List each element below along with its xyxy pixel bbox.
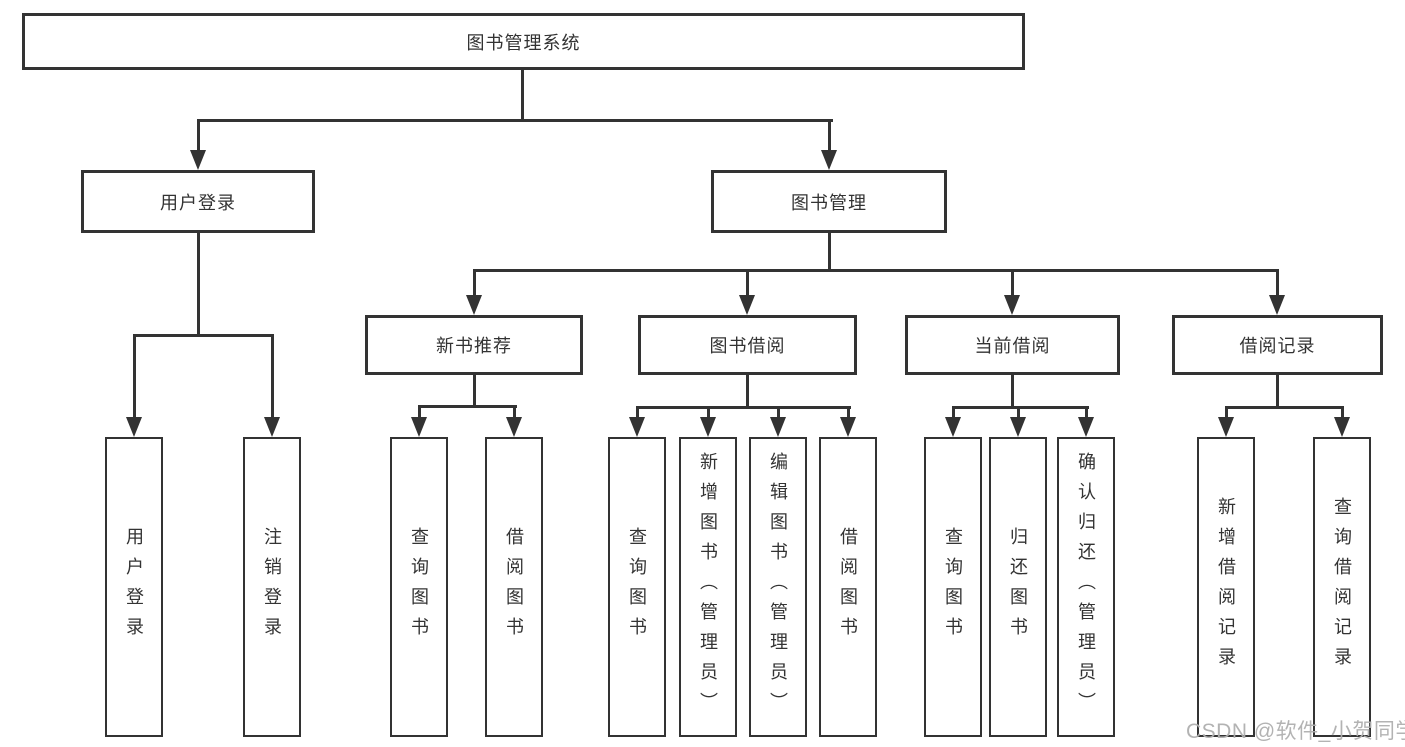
arrow-down-icon bbox=[629, 417, 645, 437]
connector-drop bbox=[271, 334, 274, 419]
arrow-down-icon bbox=[126, 417, 142, 437]
arrow-down-icon bbox=[1078, 417, 1094, 437]
node-borrow-books-recommend-label: 借阅图书 bbox=[504, 527, 524, 647]
connector-rail bbox=[1225, 406, 1344, 409]
node-book-management-module-label: 图书管理 bbox=[791, 192, 867, 213]
node-add-borrow-record-label: 新增借阅记录 bbox=[1216, 497, 1236, 677]
arrow-down-icon bbox=[1269, 295, 1285, 315]
node-query-borrow-record-label: 查询借阅记录 bbox=[1332, 497, 1352, 677]
arrow-down-icon bbox=[945, 417, 961, 437]
node-library-management-system: 图书管理系统 bbox=[22, 13, 1025, 70]
node-book-borrowing-label: 图书借阅 bbox=[709, 336, 786, 356]
connector-drop bbox=[1011, 269, 1014, 297]
node-logout-action-label: 注销登录 bbox=[262, 527, 282, 647]
node-add-borrow-record: 新增借阅记录 bbox=[1197, 437, 1255, 737]
arrow-down-icon bbox=[700, 417, 716, 437]
node-book-management-module: 图书管理 bbox=[711, 170, 947, 233]
node-query-borrow-record: 查询借阅记录 bbox=[1313, 437, 1371, 737]
connector-stem bbox=[1011, 373, 1014, 409]
connector-stem bbox=[746, 373, 749, 409]
node-logout-action: 注销登录 bbox=[243, 437, 301, 737]
node-user-login-module: 用户登录 bbox=[81, 170, 315, 233]
connector-rail bbox=[952, 406, 1089, 409]
connector-drop bbox=[746, 269, 749, 297]
node-confirm-return-admin: 确认归还（管理员） bbox=[1057, 437, 1115, 737]
connector-root-stem bbox=[521, 68, 524, 122]
node-user-login-module-label: 用户登录 bbox=[160, 192, 236, 213]
connector-drop bbox=[847, 406, 850, 420]
connector-drop bbox=[133, 334, 136, 419]
node-query-books-current-label: 查询图书 bbox=[943, 527, 963, 647]
connector-drop bbox=[952, 406, 955, 420]
node-borrow-books-borrowing: 借阅图书 bbox=[819, 437, 877, 737]
node-borrow-books-recommend: 借阅图书 bbox=[485, 437, 543, 737]
connector-drop bbox=[1225, 406, 1228, 420]
node-new-book-recommend: 新书推荐 bbox=[365, 315, 583, 375]
node-query-books-current: 查询图书 bbox=[924, 437, 982, 737]
node-add-books-admin: 新增图书（管理员） bbox=[679, 437, 737, 737]
connector-root-rail bbox=[197, 119, 833, 122]
node-return-books: 归还图书 bbox=[989, 437, 1047, 737]
node-return-books-label: 归还图书 bbox=[1008, 527, 1028, 647]
connector-stem bbox=[473, 373, 476, 408]
node-edit-books-admin-label: 编辑图书（管理员） bbox=[768, 452, 788, 722]
connector-drop bbox=[1085, 406, 1088, 420]
node-query-books-borrowing: 查询图书 bbox=[608, 437, 666, 737]
arrow-down-icon bbox=[770, 417, 786, 437]
node-edit-books-admin: 编辑图书（管理员） bbox=[749, 437, 807, 737]
node-borrowing-records-label: 借阅记录 bbox=[1239, 336, 1316, 356]
connector-book-mgmt-stem bbox=[828, 231, 831, 272]
connector-drop bbox=[707, 406, 710, 420]
connector-drop bbox=[1341, 406, 1344, 420]
arrow-down-icon bbox=[466, 295, 482, 315]
connector-rail bbox=[418, 405, 517, 408]
node-current-borrowing: 当前借阅 bbox=[905, 315, 1120, 375]
node-borrow-books-borrowing-label: 借阅图书 bbox=[838, 527, 858, 647]
arrow-down-icon bbox=[190, 150, 206, 170]
node-new-book-recommend-label: 新书推荐 bbox=[436, 336, 512, 356]
connector-rail bbox=[636, 406, 851, 409]
node-query-books-recommend: 查询图书 bbox=[390, 437, 448, 737]
node-library-management-system-label: 图书管理系统 bbox=[466, 32, 581, 53]
arrow-down-icon bbox=[821, 150, 837, 170]
connector-drop bbox=[473, 269, 476, 297]
arrow-down-icon bbox=[1010, 417, 1026, 437]
connector-stem bbox=[1276, 373, 1279, 409]
connector-drop bbox=[418, 405, 421, 420]
arrow-down-icon bbox=[1334, 417, 1350, 437]
node-add-books-admin-label: 新增图书（管理员） bbox=[698, 452, 718, 722]
node-query-books-borrowing-label: 查询图书 bbox=[627, 527, 647, 647]
node-confirm-return-admin-label: 确认归还（管理员） bbox=[1076, 452, 1096, 722]
connector-book-mgmt-rail bbox=[473, 269, 1279, 272]
csdn-watermark: CSDN @软件_小贺同学 bbox=[1186, 720, 1405, 743]
arrow-down-icon bbox=[1004, 295, 1020, 315]
node-user-login-action: 用户登录 bbox=[105, 437, 163, 737]
connector-drop bbox=[1017, 406, 1020, 420]
connector-drop bbox=[777, 406, 780, 420]
connector-drop-user-login bbox=[197, 119, 200, 153]
connector-drop-book-mgmt bbox=[828, 119, 831, 153]
node-query-books-recommend-label: 查询图书 bbox=[409, 527, 429, 647]
node-current-borrowing-label: 当前借阅 bbox=[974, 336, 1051, 356]
arrow-down-icon bbox=[1218, 417, 1234, 437]
arrow-down-icon bbox=[506, 417, 522, 437]
connector-user-login-stem bbox=[197, 231, 200, 337]
arrow-down-icon bbox=[264, 417, 280, 437]
node-borrowing-records: 借阅记录 bbox=[1172, 315, 1383, 375]
arrow-down-icon bbox=[411, 417, 427, 437]
connector-user-login-rail bbox=[133, 334, 274, 337]
arrow-down-icon bbox=[739, 295, 755, 315]
connector-drop bbox=[636, 406, 639, 420]
node-user-login-action-label: 用户登录 bbox=[124, 527, 144, 647]
connector-drop bbox=[1276, 269, 1279, 297]
arrow-down-icon bbox=[840, 417, 856, 437]
connector-drop bbox=[513, 405, 516, 420]
node-book-borrowing: 图书借阅 bbox=[638, 315, 857, 375]
